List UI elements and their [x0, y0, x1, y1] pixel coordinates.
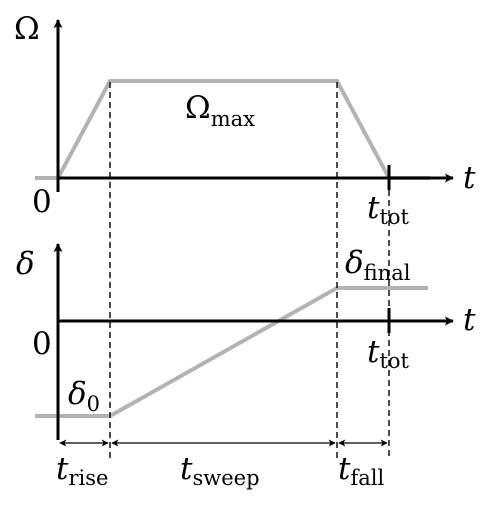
bottom-origin-label: 0 — [32, 326, 52, 362]
delta-final-label: δfinal — [345, 245, 411, 285]
bottom-ttot-label: ttot — [367, 334, 410, 373]
omega-max-label: Ωmax — [185, 90, 255, 131]
top-y-axis-label: Ω — [14, 11, 40, 47]
bottom-y-axis-label: δ — [16, 246, 35, 282]
guide-lines — [109, 82, 390, 460]
sweep-interval-label: tsweep — [180, 451, 260, 490]
interval-dimensions: trise tsweep tfall — [56, 439, 388, 490]
bottom-plot: δ t 0 δ0 δfinal ttot — [16, 243, 476, 440]
top-ttot-label: ttot — [367, 190, 410, 229]
fall-interval-label: tfall — [338, 451, 384, 490]
top-plot: Ω t 0 Ωmax ttot — [14, 11, 476, 229]
bottom-x-axis-label: t — [463, 302, 476, 338]
delta-zero-label: δ0 — [68, 376, 100, 416]
delta-curve — [35, 286, 428, 418]
rise-interval-label: trise — [56, 451, 108, 490]
top-origin-label: 0 — [32, 184, 52, 220]
top-x-axis-label: t — [463, 160, 476, 196]
